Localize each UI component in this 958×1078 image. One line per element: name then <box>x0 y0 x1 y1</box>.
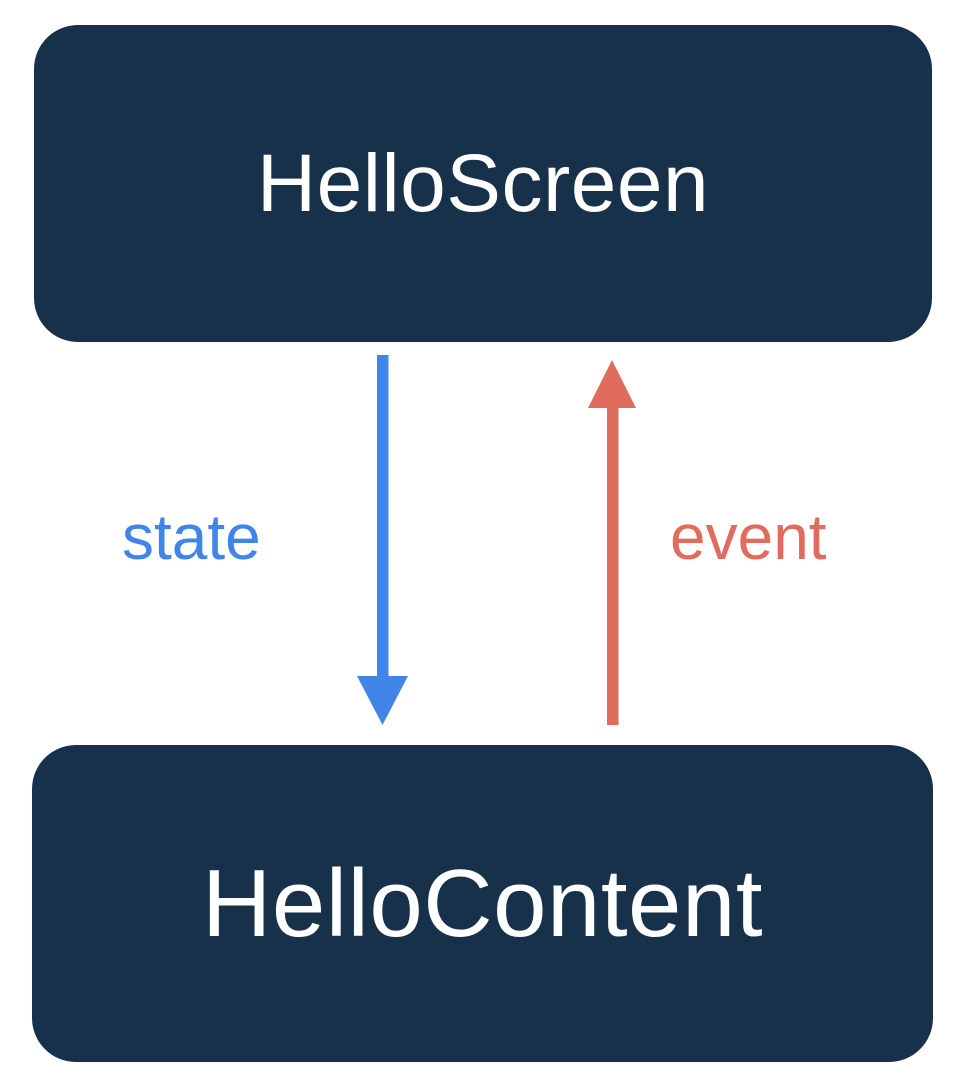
edge-label-state: state <box>122 501 261 573</box>
event-arrow-up-icon <box>588 360 636 725</box>
state-arrow-down-icon <box>357 355 408 725</box>
edge-label-event: event <box>670 501 827 573</box>
node-hello-content[interactable]: HelloContent <box>32 745 933 1062</box>
node-hello-screen-label: HelloScreen <box>256 137 710 229</box>
node-hello-content-label: HelloContent <box>202 849 763 957</box>
node-hello-screen[interactable]: HelloScreen <box>34 25 932 342</box>
